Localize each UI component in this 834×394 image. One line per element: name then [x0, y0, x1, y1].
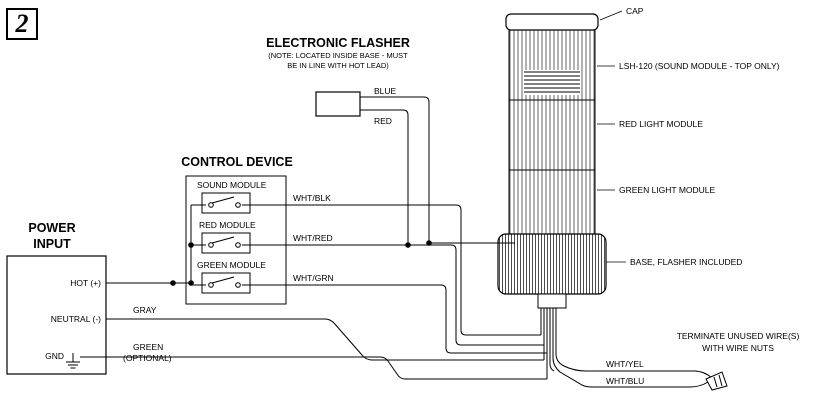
wiring [80, 96, 713, 388]
wire-wht-red-label: WHT/RED [293, 233, 333, 243]
ground-symbol-icon [66, 353, 80, 369]
wire-wht-blk-label: WHT/BLK [293, 193, 331, 203]
unused-wires-note-line2: WITH WIRE NUTS [702, 343, 774, 353]
tower-cap [505, 13, 599, 31]
red-module-switch [201, 232, 251, 254]
sound-module-grille [524, 70, 580, 95]
callout-cap: CAP [626, 6, 644, 16]
junction-dots [170, 240, 432, 286]
power-input-box [6, 255, 107, 375]
wire-wht-yel-label: WHT/YEL [606, 359, 644, 369]
green-module-switch [201, 272, 251, 294]
flasher-red-lead [360, 109, 409, 245]
wire-green-optional-label: (OPTIONAL) [123, 353, 172, 363]
wire-wht-blk [281, 204, 541, 336]
wire-green-label: GREEN [133, 342, 163, 352]
green-module-label: GREEN MODULE [197, 260, 266, 270]
tower-body [508, 29, 596, 235]
flasher-note-line2: BE IN LINE WITH HOT LEAD) [287, 61, 389, 70]
flasher-note-line1: (NOTE: LOCATED INSIDE BASE - MUST [268, 51, 408, 60]
electronic-flasher-box [315, 91, 361, 117]
terminal-neutral-label: NEUTRAL (-) [51, 314, 101, 324]
callout-green-light-module: GREEN LIGHT MODULE [619, 185, 716, 195]
flasher-lead-blue-label: BLUE [374, 86, 397, 96]
power-input-title-line1: POWER [28, 221, 75, 235]
flasher-lead-red-label: RED [374, 116, 392, 126]
wire-wht-yel [555, 308, 713, 379]
sound-module-switch [201, 192, 251, 214]
power-input-title-line2: INPUT [33, 237, 71, 251]
wire-wht-grn-label: WHT/GRN [293, 273, 334, 283]
callout-red-light-module: RED LIGHT MODULE [619, 119, 703, 129]
tower-callouts [597, 10, 626, 263]
terminal-gnd-label: GND [45, 351, 64, 361]
sound-module-label: SOUND MODULE [197, 180, 267, 190]
wire-gray [106, 318, 544, 361]
wire-green [80, 356, 547, 380]
stack-light-tower [497, 13, 607, 309]
red-module-label: RED MODULE [199, 220, 256, 230]
wire-gray-label: GRAY [133, 305, 157, 315]
wire-wht-blu-label: WHT/BLU [606, 376, 644, 386]
step-number-box: 2 [6, 8, 38, 40]
flasher-title: ELECTRONIC FLASHER [266, 36, 410, 50]
wire-wht-red [281, 244, 544, 346]
control-device-title: CONTROL DEVICE [181, 155, 293, 169]
flasher-blue-lead [360, 96, 515, 244]
unused-wires-note-line1: TERMINATE UNUSED WIRE(S) [677, 331, 800, 341]
tower-wire-exit [537, 293, 567, 309]
callout-sound-module: LSH-120 (SOUND MODULE - TOP ONLY) [619, 61, 780, 71]
callout-base: BASE, FLASHER INCLUDED [630, 257, 742, 267]
wire-wht-grn [281, 284, 547, 354]
wire-nut-icon [705, 371, 728, 391]
terminal-hot-label: HOT (+) [70, 278, 101, 288]
wire-wht-blu [552, 308, 690, 388]
